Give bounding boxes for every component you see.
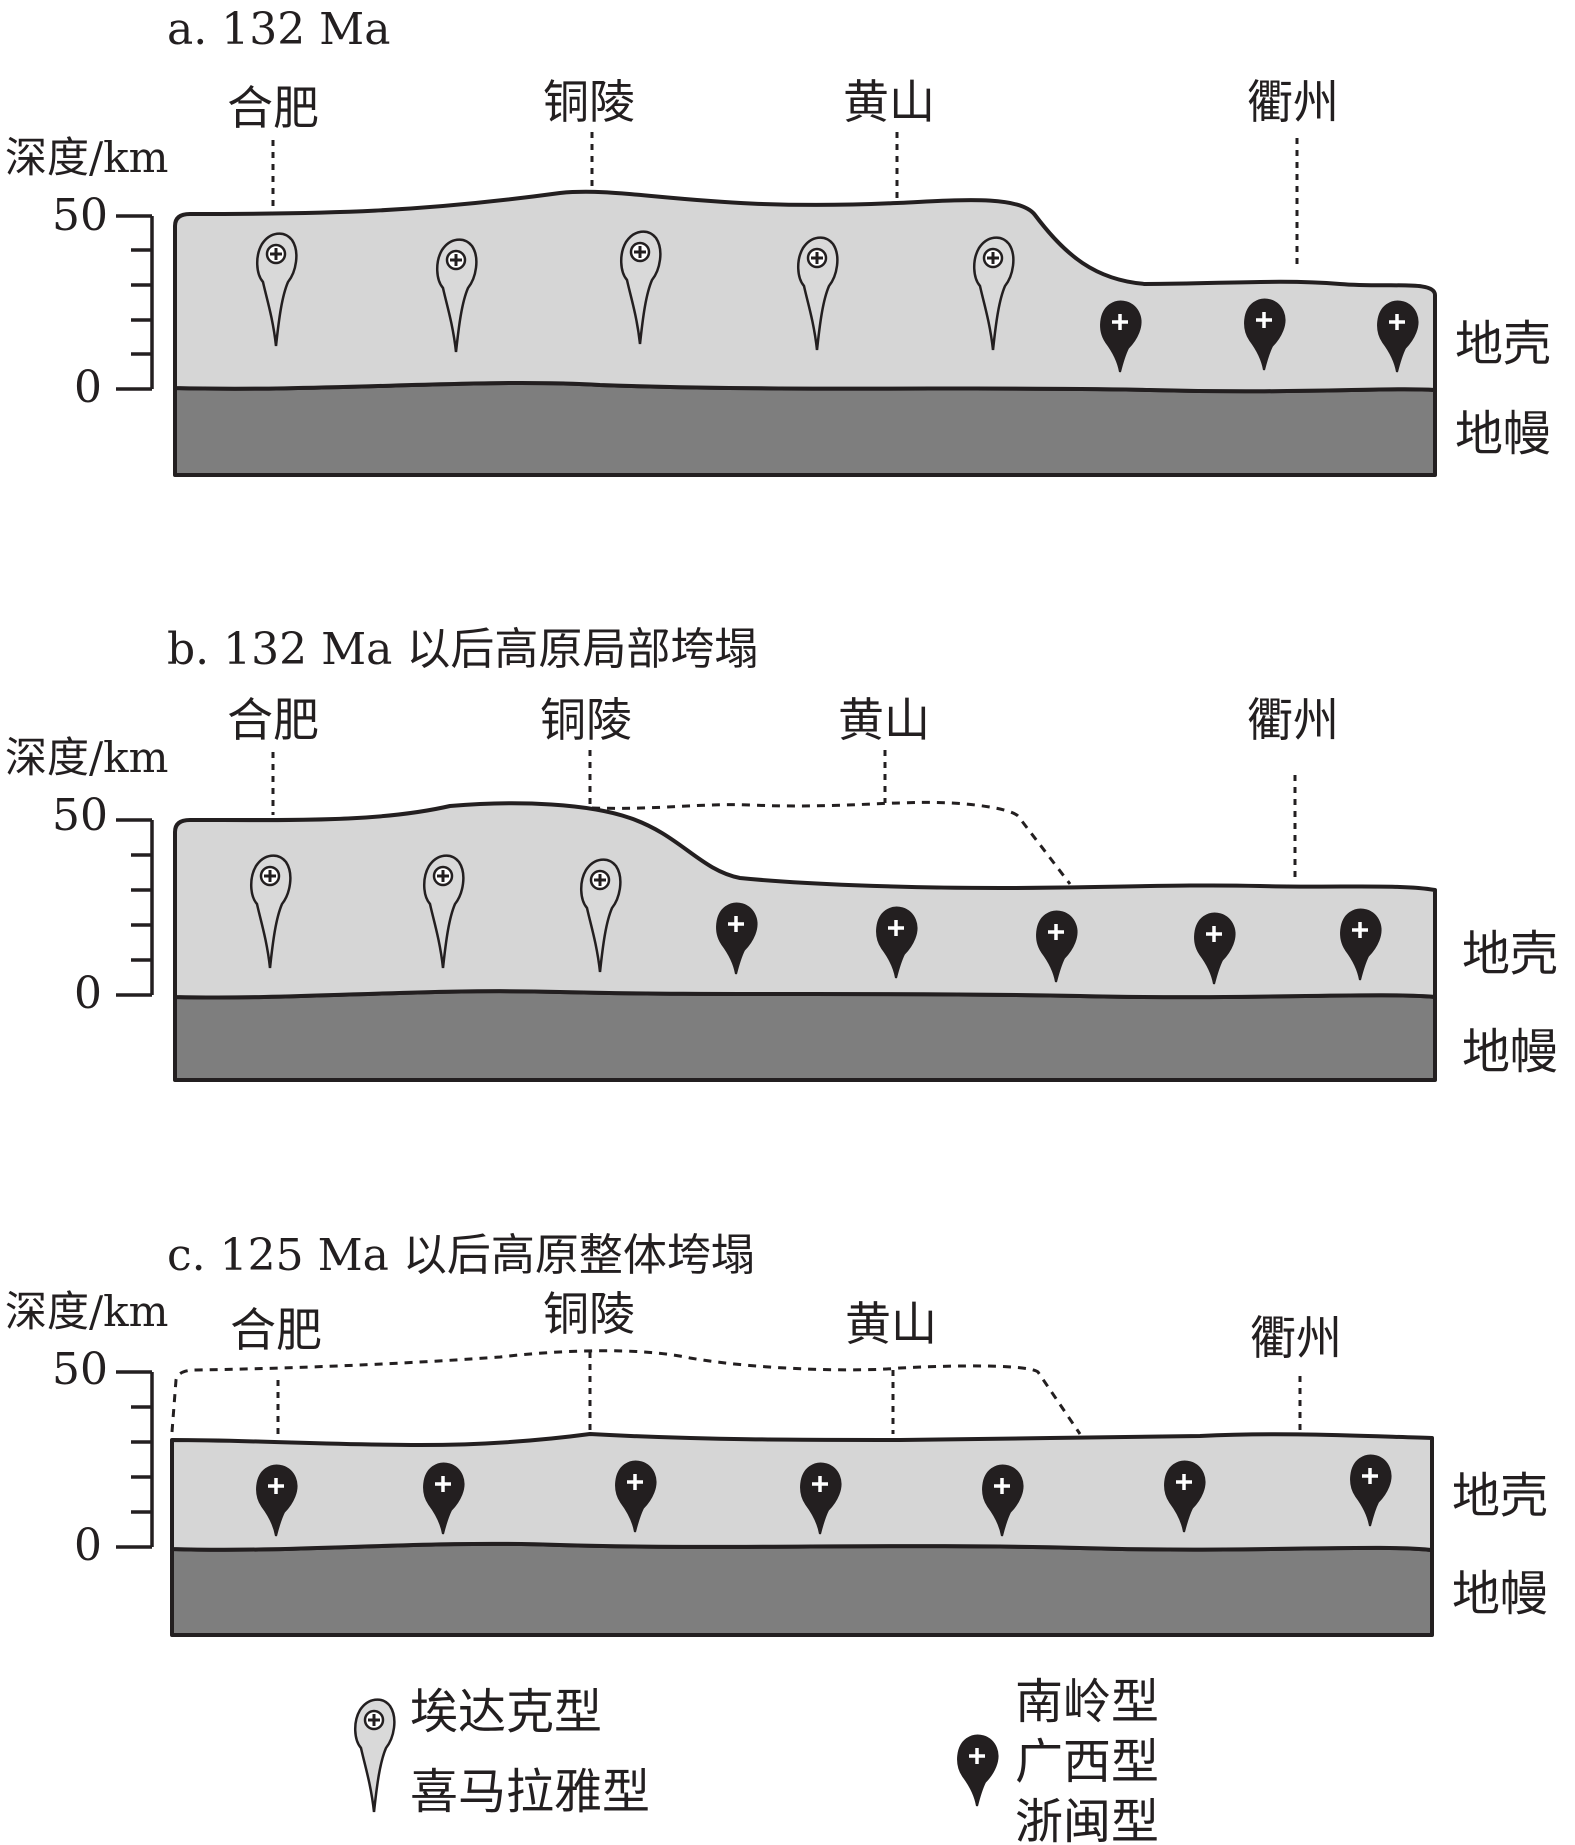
tick-label: 50 <box>52 1344 108 1395</box>
panel-c: c. 125 Ma 以后高原整体垮塌 深度/km 合肥 铜陵 黄山 衢州 50 … <box>5 1230 1548 1637</box>
city-label: 合肥 <box>227 81 319 135</box>
panel-title: a. 132 Ma <box>167 4 390 55</box>
adakite-legend-icon <box>353 1698 396 1814</box>
city-label: 铜陵 <box>543 75 635 129</box>
legend-zhemin-label: 浙闽型 <box>1015 1794 1159 1845</box>
axis-title: 深度/km <box>5 1287 168 1336</box>
axis-title: 深度/km <box>5 133 168 182</box>
panel-a: a. 132 Ma 合肥 铜陵 黄山 衢州 深度/km 50 0 地壳 地幔 <box>5 4 1551 477</box>
legend-himalaya-label: 喜马拉雅型 <box>410 1764 650 1820</box>
tick-label: 0 <box>74 968 102 1019</box>
legend-nanling-label: 南岭型 <box>1015 1674 1159 1730</box>
tick-label: 0 <box>74 1520 102 1571</box>
legend-adakite-label: 埃达克型 <box>410 1684 602 1740</box>
mantle-layer <box>173 989 1437 1082</box>
city-label: 黄山 <box>843 75 935 129</box>
depth-axis <box>116 818 154 997</box>
city-label: 铜陵 <box>543 1287 635 1341</box>
axis-title: 深度/km <box>5 733 168 782</box>
panel-title: c. 125 Ma 以后高原整体垮塌 <box>167 1230 755 1281</box>
depth-axis <box>116 214 154 391</box>
mantle-label: 地幔 <box>1455 406 1551 462</box>
tick-label: 50 <box>52 790 108 841</box>
city-label: 衢州 <box>1247 693 1339 747</box>
city-label: 黄山 <box>845 1297 937 1351</box>
tick-label: 0 <box>74 362 102 413</box>
city-label: 衢州 <box>1250 1311 1342 1365</box>
legend-guangxi-label: 广西型 <box>1015 1734 1159 1790</box>
legend: 埃达克型 喜马拉雅型 南岭型 广西型 浙闽型 <box>353 1674 1159 1845</box>
city-label: 合肥 <box>230 1303 322 1357</box>
city-label: 衢州 <box>1247 75 1339 129</box>
city-label: 黄山 <box>838 693 930 747</box>
panel-title: b. 132 Ma 以后高原局部垮塌 <box>167 624 758 675</box>
mantle-layer <box>170 1541 1434 1637</box>
former-plateau-outline <box>170 1349 1082 1435</box>
city-label: 合肥 <box>227 693 319 747</box>
panel-b: b. 132 Ma 以后高原局部垮塌 合肥 铜陵 黄山 衢州 深度/km 50 … <box>5 624 1558 1082</box>
nanling-legend-icon <box>956 1733 1000 1808</box>
depth-axis <box>116 1370 154 1549</box>
mantle-label: 地幔 <box>1462 1024 1558 1080</box>
city-label: 铜陵 <box>540 693 632 747</box>
former-plateau-outline <box>591 800 1072 885</box>
tick-label: 50 <box>52 190 108 241</box>
mantle-layer <box>173 381 1437 477</box>
mantle-label: 地幔 <box>1452 1566 1548 1622</box>
crust-label: 地壳 <box>1455 316 1551 372</box>
crust-label: 地壳 <box>1462 926 1558 982</box>
crust-label: 地壳 <box>1452 1468 1548 1524</box>
crust-layer <box>173 801 1437 1000</box>
